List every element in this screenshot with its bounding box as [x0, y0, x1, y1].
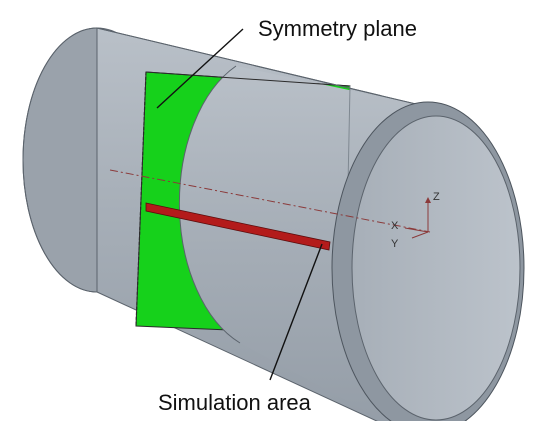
y-axis-line: [411, 231, 429, 239]
x-axis-line: [404, 227, 429, 233]
pipe-far-silhouette: [22, 27, 98, 293]
simulation-area-label: Simulation area: [158, 390, 312, 415]
symmetry-plane-leader: [156, 28, 244, 109]
simulation-area: [145, 202, 331, 251]
y-axis-label: Y: [391, 238, 399, 250]
plane-pipe-intersection: [178, 65, 241, 344]
plane-left-edge: [135, 71, 147, 327]
pipe-top-edge: [96, 27, 421, 106]
pipe-axis: [109, 169, 431, 233]
x-axis-label: X: [391, 220, 399, 232]
z-axis-arrow: [425, 197, 431, 203]
axis-triad: Z X Y: [391, 191, 440, 250]
pipe-bore: [351, 115, 521, 421]
z-axis-label: Z: [433, 191, 440, 203]
symmetry-plane-label: Symmetry plane: [258, 16, 417, 41]
simulation-area-leader: [269, 243, 323, 381]
plane-top-edge: [145, 71, 351, 87]
